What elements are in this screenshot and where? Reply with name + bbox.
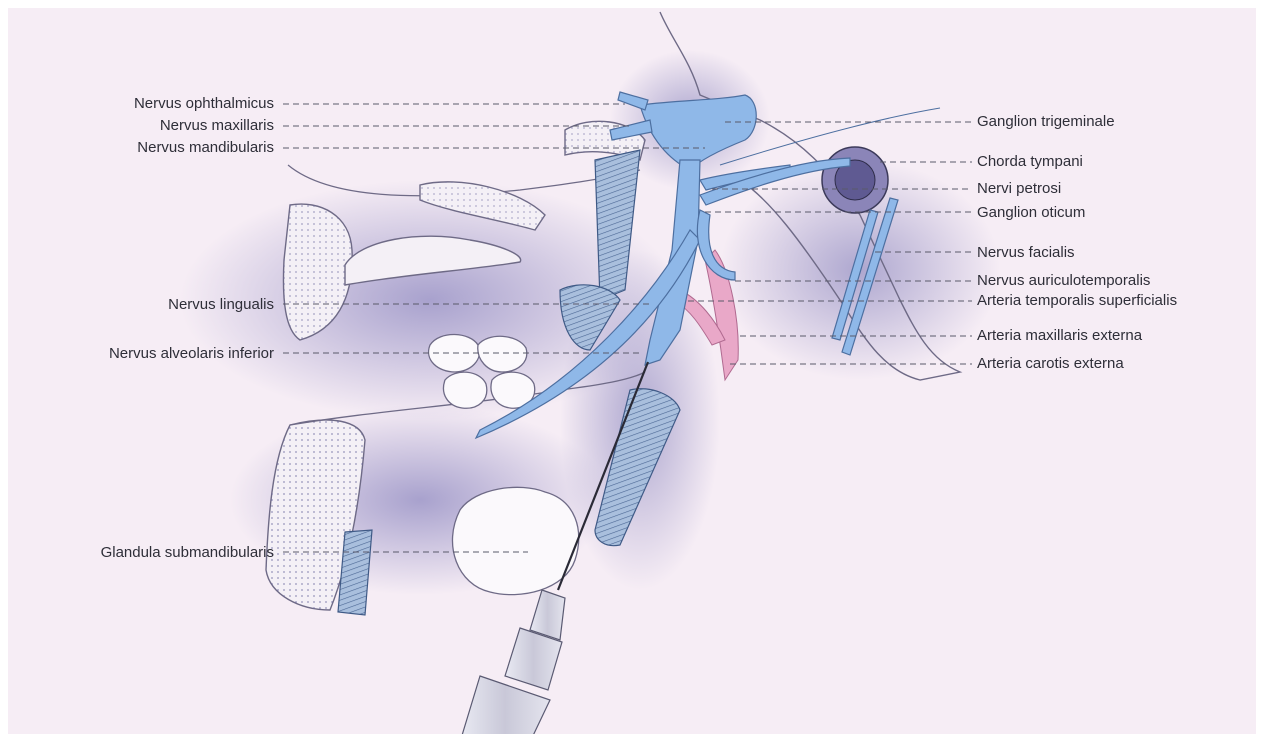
- label-arteria-temporalis-superficialis: Arteria temporalis superficialis: [977, 292, 1177, 309]
- label-ganglion-trigeminale: Ganglion trigeminale: [977, 113, 1115, 130]
- label-arteria-carotis-externa: Arteria carotis externa: [977, 355, 1124, 372]
- label-nervus-maxillaris: Nervus maxillaris: [160, 117, 274, 134]
- label-ganglion-oticum: Ganglion oticum: [977, 204, 1085, 221]
- label-glandula-submandibularis: Glandula submandibularis: [101, 544, 274, 561]
- label-nervus-alveolaris-inferior: Nervus alveolaris inferior: [109, 345, 274, 362]
- label-nervus-ophthalmicus: Nervus ophthalmicus: [134, 95, 274, 112]
- tympanic-ring: [822, 147, 888, 213]
- label-chorda-tympani: Chorda tympani: [977, 153, 1083, 170]
- submandibular-gland: [452, 487, 578, 594]
- label-nervus-mandibularis: Nervus mandibularis: [137, 139, 274, 156]
- label-nervi-petrosi: Nervi petrosi: [977, 180, 1061, 197]
- label-nervus-lingualis: Nervus lingualis: [168, 296, 274, 313]
- label-arteria-maxillaris-externa: Arteria maxillaris externa: [977, 327, 1142, 344]
- label-nervus-facialis: Nervus facialis: [977, 244, 1075, 261]
- label-nervus-auriculotemporalis: Nervus auriculotemporalis: [977, 272, 1150, 289]
